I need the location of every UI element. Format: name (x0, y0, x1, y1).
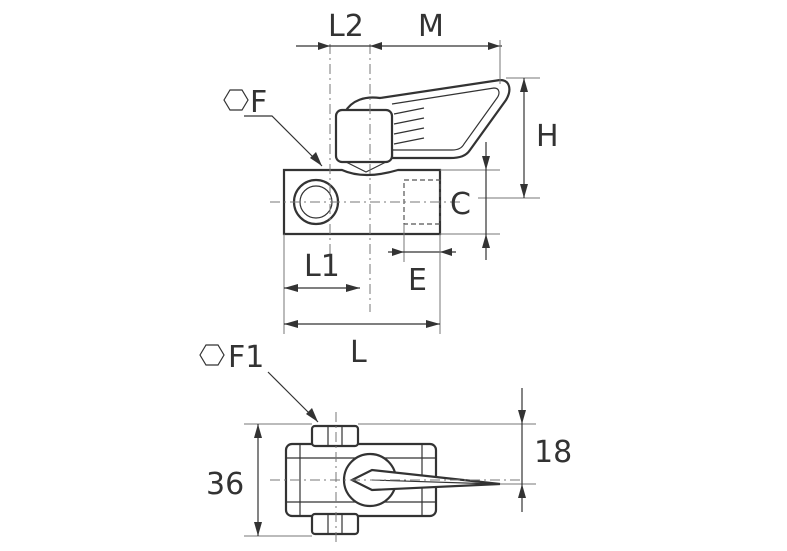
side-view: L2 M F H C L1 E L (223, 9, 559, 370)
bottom-nut (310, 512, 360, 536)
top-nut (310, 424, 360, 448)
label-C: C (450, 187, 471, 222)
label-F1: F1 (228, 340, 264, 375)
hexagon-icon (199, 344, 225, 366)
label-F: F (250, 85, 267, 120)
hexagon-icon (223, 89, 249, 111)
label-E: E (408, 263, 427, 298)
label-L: L (350, 335, 367, 370)
label-36: 36 (206, 467, 244, 502)
label-L1: L1 (304, 249, 340, 284)
label-L2: L2 (328, 9, 364, 44)
label-18: 18 (534, 435, 572, 470)
label-M: M (418, 9, 444, 44)
valve-stem (334, 108, 394, 164)
label-H: H (536, 119, 559, 154)
plan-view: F1 36 18 (199, 340, 572, 546)
